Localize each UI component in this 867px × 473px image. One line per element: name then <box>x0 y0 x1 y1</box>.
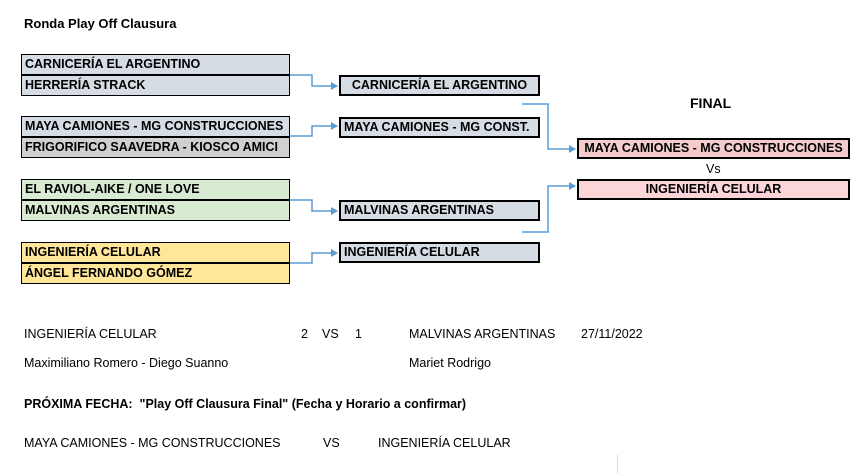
final-label: FINAL <box>690 95 732 111</box>
connector-r2-1 <box>522 103 576 153</box>
r1-match3-team-b: MALVINAS ARGENTINAS <box>21 200 290 221</box>
connector-r1-3 <box>290 199 338 215</box>
r1-match1-team-a: CARNICERÍA EL ARGENTINO <box>21 54 290 75</box>
next-text: "Play Off Clausura Final" (Fecha y Horar… <box>139 397 467 411</box>
final-team-a: MAYA CAMIONES - MG CONSTRUCCIONES <box>577 138 850 159</box>
r2-winner-2: MAYA CAMIONES - MG CONST. <box>339 117 540 138</box>
grid-line <box>617 455 618 473</box>
next-team-a: MAYA CAMIONES - MG CONSTRUCCIONES <box>24 436 281 450</box>
result-scorers-b: Mariet Rodrigo <box>409 356 491 370</box>
next-team-b: INGENIERÍA CELULAR <box>378 436 511 450</box>
connector-r1-4 <box>290 249 338 264</box>
result-team-a: INGENIERÍA CELULAR <box>24 327 157 341</box>
result-score-a: 2 <box>301 327 308 341</box>
r1-match1-team-b: HERRERÍA STRACK <box>21 75 290 96</box>
r1-match4-team-a: INGENIERÍA CELULAR <box>21 242 290 263</box>
final-vs: Vs <box>706 162 721 176</box>
next-vs: VS <box>323 436 340 450</box>
r1-match2-team-a: MAYA CAMIONES - MG CONSTRUCCIONES <box>21 116 290 137</box>
page-title: Ronda Play Off Clausura <box>24 16 177 31</box>
connector-r1-2 <box>290 122 338 137</box>
connector-r2-2 <box>522 182 576 233</box>
result-team-b: MALVINAS ARGENTINAS <box>409 327 556 341</box>
final-team-b: INGENIERÍA CELULAR <box>577 179 850 200</box>
connector-r1-1 <box>290 74 338 90</box>
r1-match3-team-a: EL RAVIOL-AIKE / ONE LOVE <box>21 179 290 200</box>
result-scorers-a: Maximiliano Romero - Diego Suanno <box>24 356 229 370</box>
next-label: PRÓXIMA FECHA: <box>24 397 133 411</box>
r2-winner-1: CARNICERÍA EL ARGENTINO <box>339 75 540 96</box>
result-date: 27/11/2022 <box>581 327 643 341</box>
r1-match4-team-b: ÁNGEL FERNANDO GÓMEZ <box>21 263 290 284</box>
r1-match2-team-b: FRIGORIFICO SAAVEDRA - KIOSCO AMICI <box>21 137 290 158</box>
r2-winner-4: INGENIERÍA CELULAR <box>339 242 540 263</box>
result-score-b: 1 <box>355 327 362 341</box>
next-fixture: PRÓXIMA FECHA: "Play Off Clausura Final"… <box>24 397 466 411</box>
r2-winner-3: MALVINAS ARGENTINAS <box>339 200 540 221</box>
result-vs: VS <box>322 327 339 341</box>
